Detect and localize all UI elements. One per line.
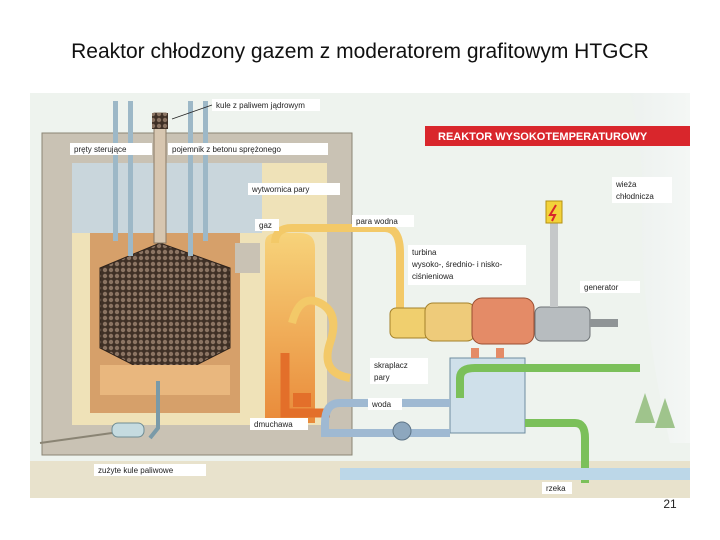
control-rod: [128, 101, 133, 256]
label-fuel-balls: kule z paliwem jądrowym: [216, 101, 305, 110]
label-gas: gaz: [259, 221, 272, 230]
label-turbine-3: ciśnieniowa: [412, 272, 454, 281]
label-box: [255, 219, 279, 231]
cooling-tower-louvers: [635, 393, 675, 428]
cooling-loop-out: [456, 364, 640, 398]
steam-generator-hot-channel: [265, 233, 315, 423]
label-blower: dmuchawa: [254, 420, 293, 429]
spent-fuel-container: [111, 422, 145, 438]
vessel-upper-gas-space: [72, 163, 262, 233]
label-box: [70, 143, 152, 155]
label-concrete-vessel: pojemnik z betonu sprężonego: [172, 145, 282, 154]
fuel-discharge-pipe: [148, 381, 160, 440]
label-box: [250, 418, 308, 430]
label-steam-generator: wytwornica pary: [251, 185, 309, 194]
steam-coil: [288, 296, 351, 382]
label-steam: para wodna: [356, 217, 398, 226]
fuel-feed-tube: [153, 112, 167, 244]
cooling-loop-in: [525, 419, 589, 483]
fuel-balls-top: [152, 113, 168, 129]
label-turbine-2: wysoko-, średnio- i nisko-: [411, 260, 503, 269]
reactor-diagram: REAKTOR WYSOKOTEMPERATUROWY: [30, 93, 690, 498]
steam-pipe: [271, 224, 404, 318]
lp-turbine: [471, 297, 535, 345]
slide-title: Reaktor chłodzony gazem z moderatorem gr…: [71, 40, 649, 63]
label-cooling-tower-2: chłodnicza: [616, 192, 654, 201]
feedwater-pump: [392, 421, 412, 441]
label-spent-fuel: zużyte kule paliwowe: [98, 466, 174, 475]
high-voltage-sign: [545, 200, 563, 224]
feedwater-pipe: [321, 399, 450, 437]
control-rod: [113, 101, 118, 241]
label-box: [542, 482, 572, 494]
label-generator: generator: [584, 283, 619, 292]
label-box: [580, 281, 640, 293]
label-box: [408, 245, 526, 285]
label-box: [368, 398, 402, 410]
label-condenser-2: pary: [374, 373, 390, 382]
steam-generator-partition: [235, 243, 260, 273]
label-box: [370, 358, 428, 384]
label-cooling-tower-1: wieża: [615, 180, 637, 189]
control-rod: [203, 101, 208, 241]
control-rods: [113, 101, 208, 256]
condenser-exhaust: [471, 348, 504, 358]
label-box: [212, 99, 320, 111]
mp-turbine: [424, 302, 476, 342]
blower-duct: [280, 353, 330, 418]
core-bottom-plenum: [100, 365, 230, 395]
generator-shaft: [590, 319, 618, 327]
label-condenser-1: skraplacz: [374, 361, 408, 370]
label-box: [94, 464, 206, 476]
power-line-pole: [550, 223, 558, 307]
label-control-rods: pręty sterujące: [74, 145, 127, 154]
control-rod: [188, 101, 193, 256]
label-box: [352, 215, 414, 227]
label-river: rzeka: [546, 484, 566, 493]
turbine-train: [389, 200, 618, 345]
page-number: 21: [663, 497, 677, 511]
labels: kule z paliwem jądrowym pręty sterujące …: [70, 99, 672, 494]
label-turbine-1: turbina: [412, 248, 437, 257]
river: [340, 468, 690, 480]
high-voltage-icon: [548, 204, 557, 222]
label-box: [248, 183, 340, 195]
reactor-diagram-svg: REAKTOR WYSOKOTEMPERATUROWY: [30, 93, 690, 498]
spent-fuel-line: [39, 432, 113, 444]
generator-body: [534, 306, 591, 342]
leader-line: [171, 104, 213, 120]
hp-turbine: [389, 307, 431, 339]
blower: [293, 393, 311, 407]
label-box: [168, 143, 328, 155]
label-box: [612, 177, 672, 203]
banner-background: [425, 126, 690, 146]
label-water: woda: [371, 400, 392, 409]
banner-text: REAKTOR WYSOKOTEMPERATUROWY: [438, 131, 648, 143]
